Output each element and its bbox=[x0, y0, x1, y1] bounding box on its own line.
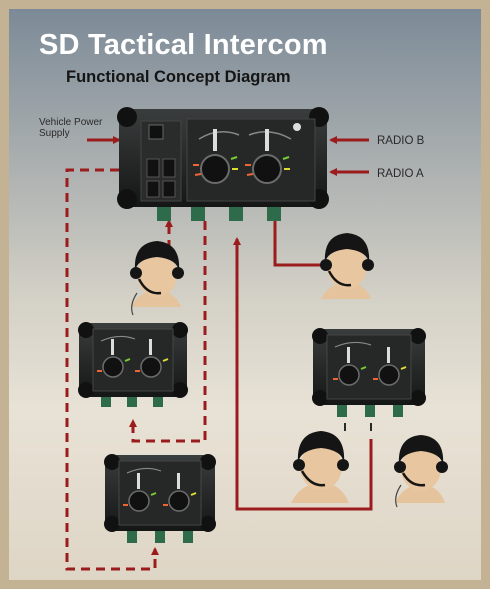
dashed-link-inner bbox=[129, 221, 207, 443]
headset-lower-right bbox=[394, 435, 448, 508]
radio-a-label: RADIO A bbox=[377, 168, 424, 180]
headset-lower-left bbox=[291, 431, 349, 503]
master-unit bbox=[117, 107, 329, 221]
power-supply-label: Vehicle Power Supply bbox=[39, 117, 103, 139]
diagram-subtitle: Functional Concept Diagram bbox=[66, 68, 291, 86]
remote-unit-right bbox=[312, 328, 426, 431]
headset-right bbox=[320, 233, 374, 299]
diagram-canvas bbox=[65, 107, 448, 571]
remote-unit-lower-left bbox=[104, 454, 216, 543]
solid-link-right-headset bbox=[273, 219, 321, 267]
headset-left bbox=[130, 241, 184, 316]
diagram-title: SD Tactical Intercom bbox=[39, 29, 328, 61]
remote-unit-upper-left bbox=[78, 322, 188, 407]
diagram-panel: SD Tactical Intercom Functional Concept … bbox=[9, 9, 481, 580]
solid-link-right-unit bbox=[233, 237, 373, 511]
dashed-link-outer bbox=[65, 168, 159, 571]
radio-b-label: RADIO B bbox=[377, 135, 425, 147]
